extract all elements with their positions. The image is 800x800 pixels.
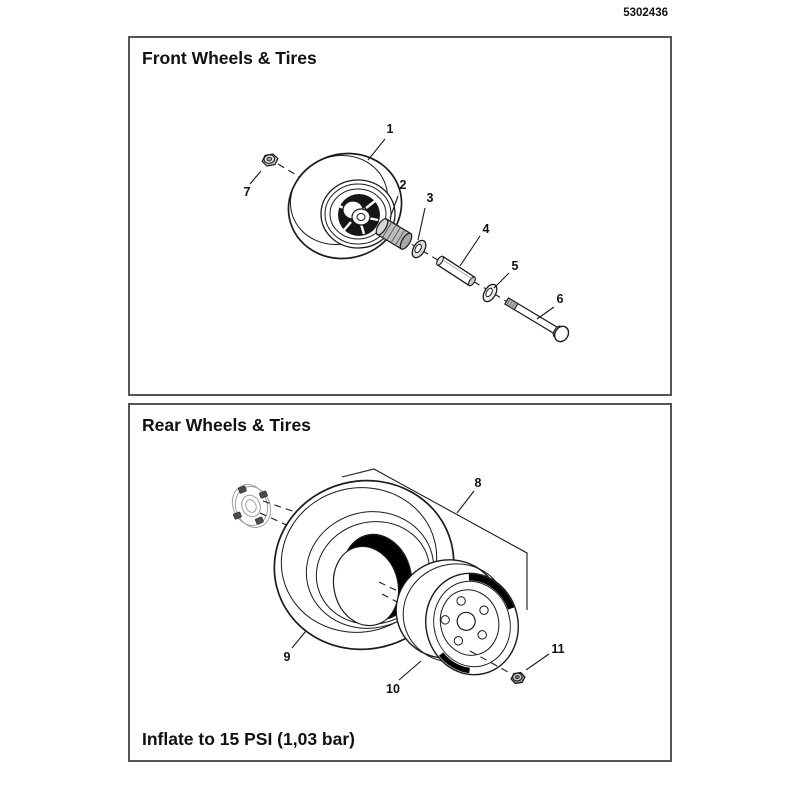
front-washer-part3 xyxy=(409,238,428,260)
rear-nut-part11 xyxy=(510,672,525,684)
front-spacer-part2 xyxy=(374,217,414,251)
front-leader-lines xyxy=(250,139,554,319)
rear-dashed-line-nut xyxy=(470,651,508,672)
front-nut-part7 xyxy=(261,153,279,166)
callout-4: 4 xyxy=(482,222,490,236)
callout-9: 9 xyxy=(283,650,291,664)
rear-wheels-panel: Rear Wheels & Tires xyxy=(128,403,672,762)
rear-leader-lines xyxy=(292,491,549,680)
front-wheel-part1 xyxy=(275,139,416,273)
callout-5: 5 xyxy=(511,259,519,273)
front-washer-part5 xyxy=(480,282,499,304)
callout-8: 8 xyxy=(474,476,482,490)
front-bolt-part6 xyxy=(503,294,572,344)
callout-6: 6 xyxy=(556,292,564,306)
assembly-bracket-8 xyxy=(342,469,527,610)
front-wheel-diagram xyxy=(130,38,670,394)
inflation-note: Inflate to 15 PSI (1,03 bar) xyxy=(142,729,355,749)
rear-hub xyxy=(226,479,276,533)
front-panel-title: Front Wheels & Tires xyxy=(142,48,317,68)
document-number: 5302436 xyxy=(623,7,668,19)
callout-11: 11 xyxy=(551,642,565,656)
front-wheels-panel: Front Wheels & Tires xyxy=(128,36,672,396)
front-tube-part4 xyxy=(435,255,476,287)
callout-7: 7 xyxy=(243,185,251,199)
rear-panel-title: Rear Wheels & Tires xyxy=(142,415,311,435)
rear-wheel-diagram xyxy=(130,405,670,760)
callout-10: 10 xyxy=(386,682,400,696)
rear-rim-part10 xyxy=(386,549,529,685)
callout-2: 2 xyxy=(399,178,407,192)
callout-1: 1 xyxy=(386,122,394,136)
callout-3: 3 xyxy=(426,191,434,205)
